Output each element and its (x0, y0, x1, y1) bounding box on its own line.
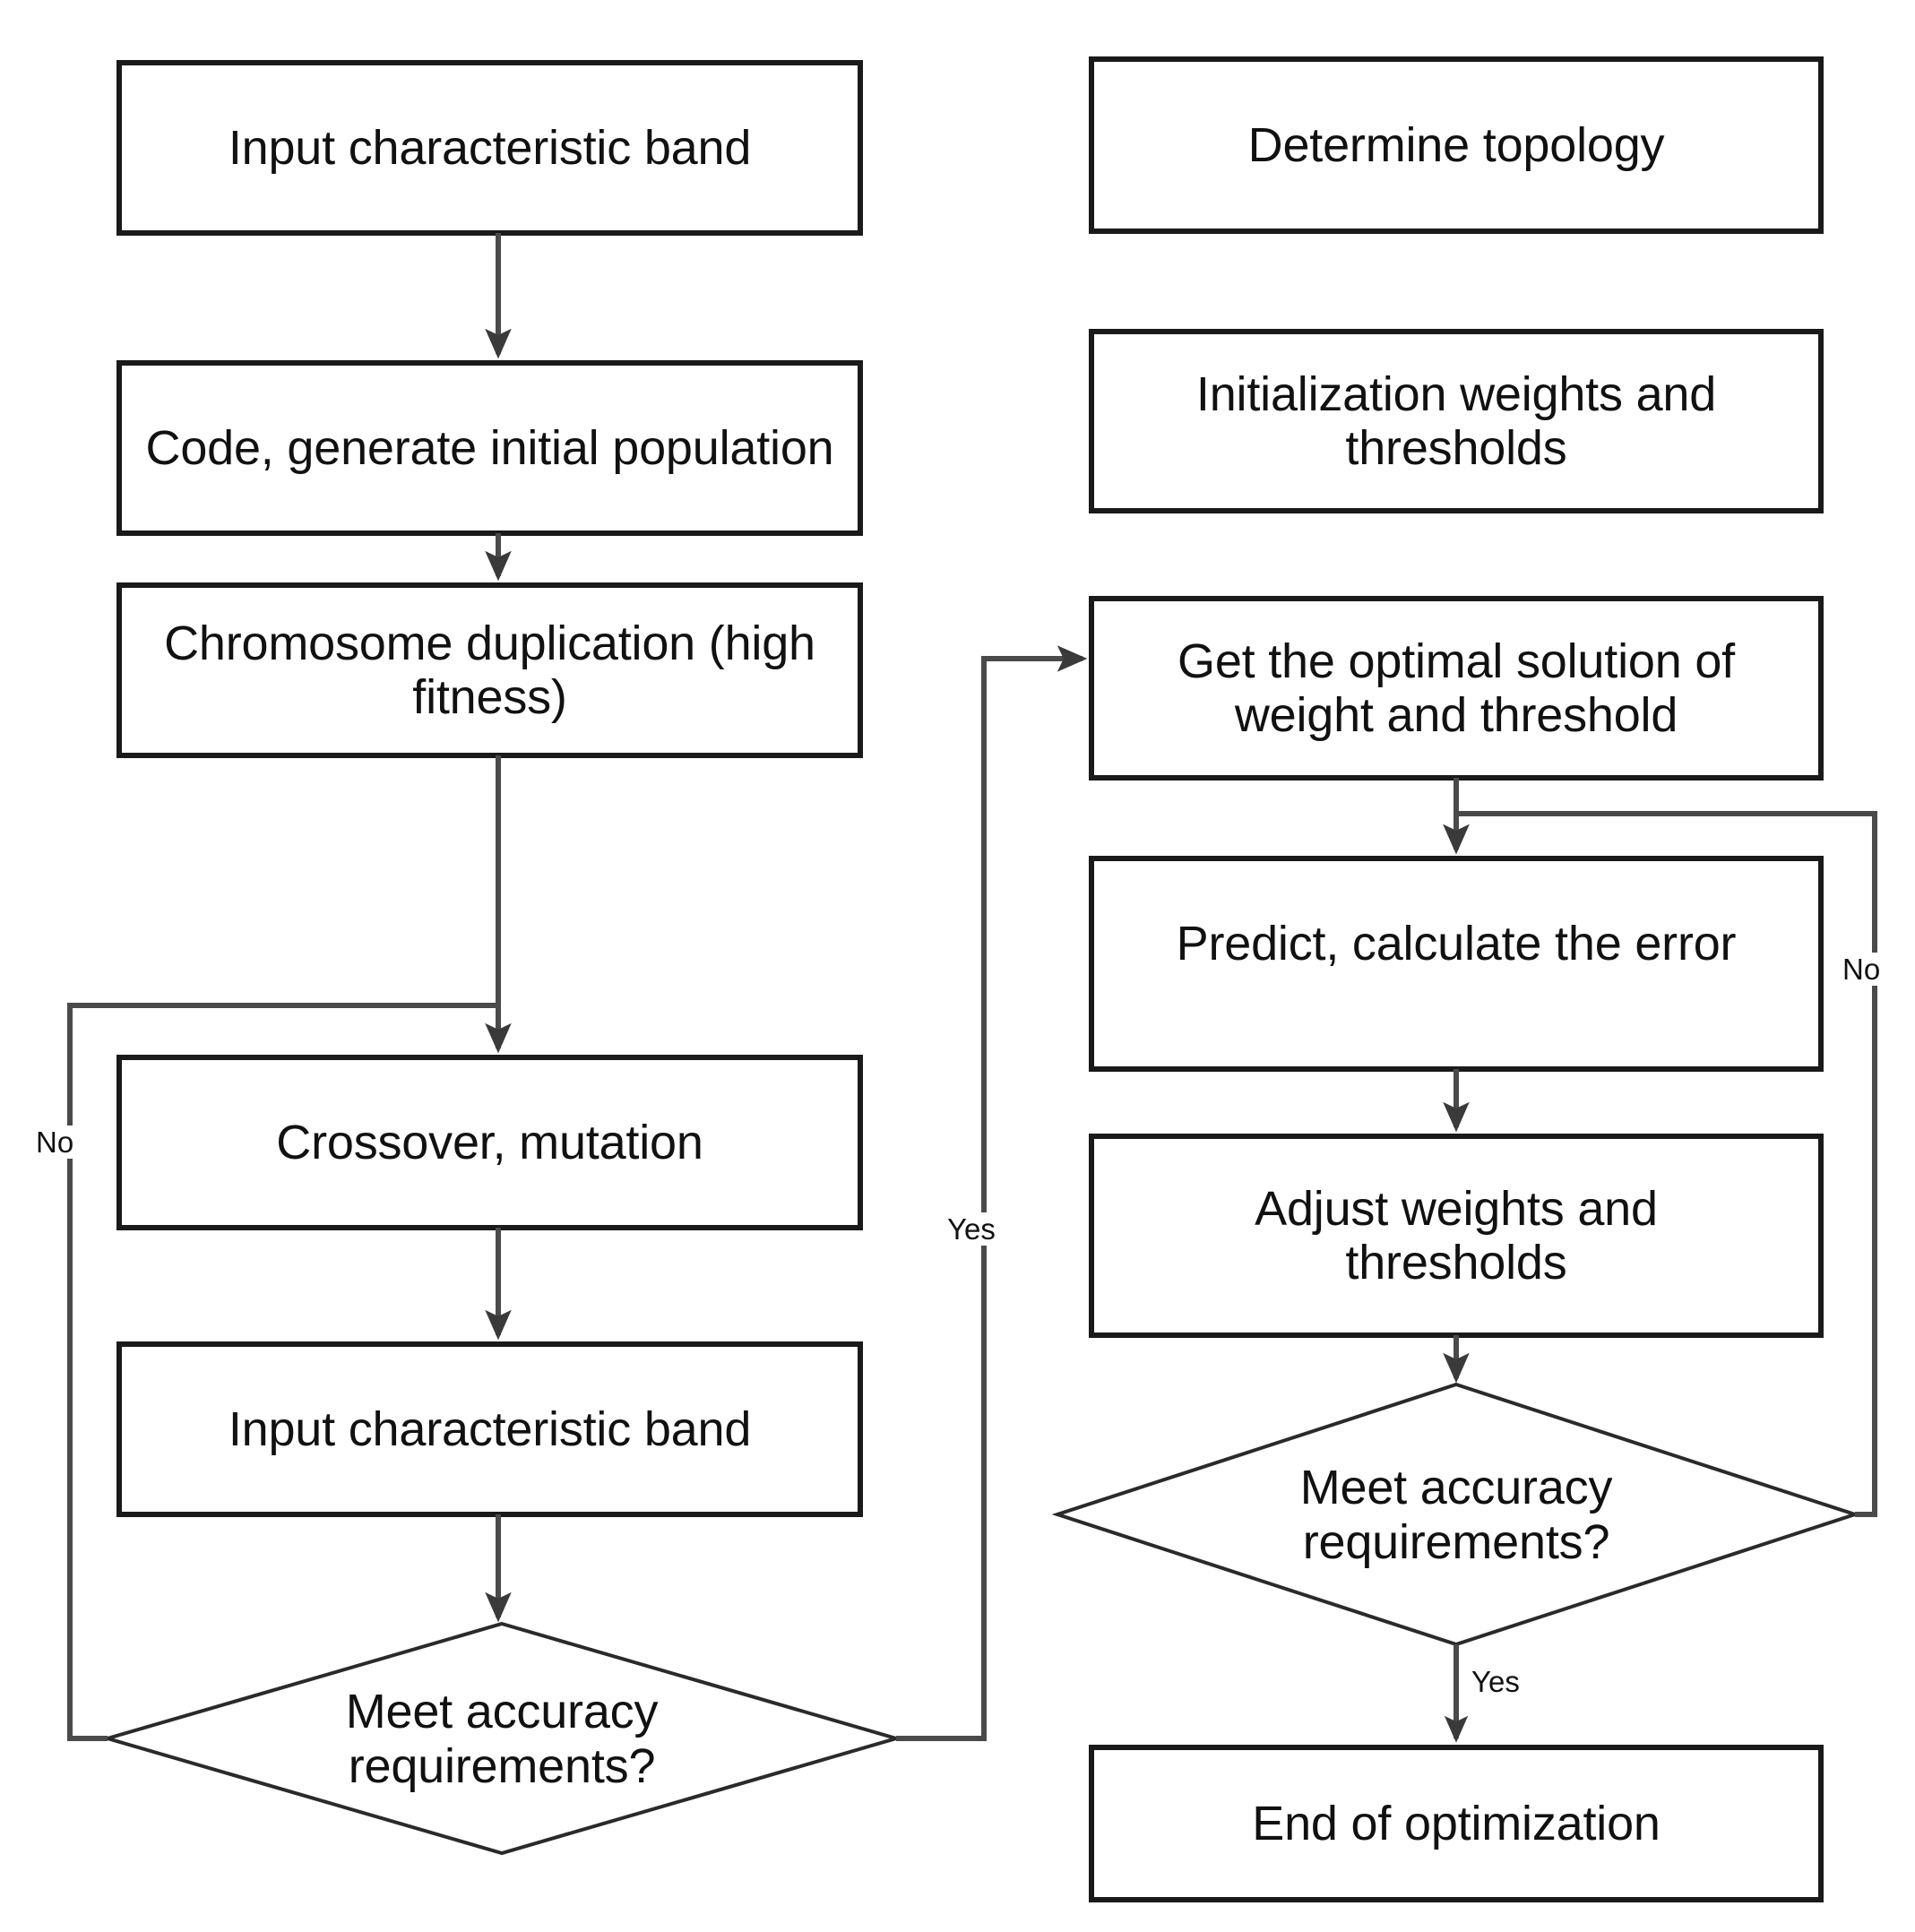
node-shape-bp-4 (1089, 856, 1824, 1072)
edge-label-bp-yes: Yes (1468, 1665, 1523, 1698)
node-shape-ga-4 (116, 1055, 863, 1230)
node-shape-bp-3 (1089, 596, 1824, 781)
node-shape-bp-2 (1089, 329, 1824, 513)
node-shape-ga-5 (116, 1341, 863, 1517)
edge-ga6-bp3-yes (896, 645, 1088, 1741)
edge-ga6-ga4-no (67, 1003, 498, 1741)
edge-label-ga-yes: Yes (944, 1212, 999, 1246)
node-shape-ga-6 (100, 1621, 903, 1856)
node-shape-bp-5 (1089, 1134, 1824, 1338)
node-shape-ga-1 (116, 60, 863, 236)
node-shape-ga-2 (116, 360, 863, 536)
edge-label-ga-no: No (32, 1126, 78, 1159)
node-shape-bp-7 (1089, 1745, 1824, 1902)
edge-bp6-bp4-no (1443, 811, 1877, 1517)
node-shape-bp-1 (1089, 56, 1824, 234)
node-shape-ga-3 (116, 582, 863, 758)
node-shape-bp-6 (1051, 1382, 1861, 1647)
edge-label-bp-no: No (1839, 953, 1885, 986)
